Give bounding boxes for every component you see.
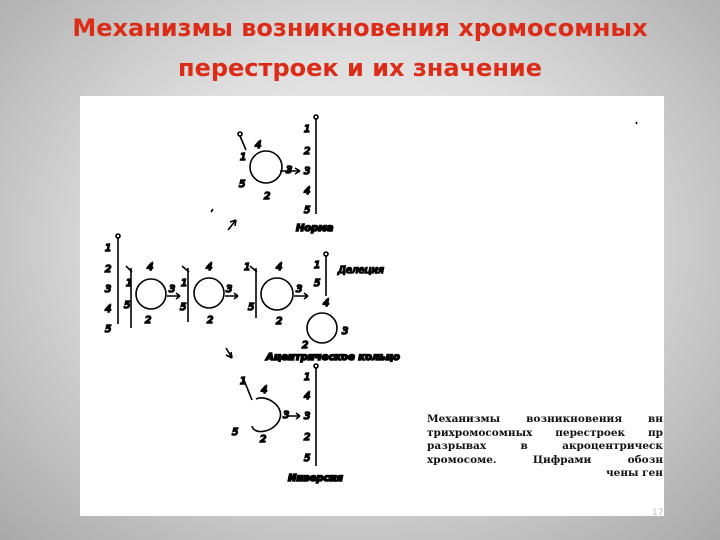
loop bbox=[194, 278, 224, 308]
title-line-1: Механизмы возникновения хромосомных bbox=[20, 8, 700, 48]
centromere-knob bbox=[324, 252, 328, 256]
centromere-knob bbox=[314, 364, 318, 368]
centromere-knob bbox=[116, 234, 120, 238]
gene-label: 5 bbox=[304, 453, 310, 464]
gene-label: 1 bbox=[181, 278, 187, 289]
centromere-knob bbox=[238, 132, 242, 136]
gene-label: 4 bbox=[147, 262, 153, 273]
mark bbox=[211, 209, 213, 212]
gene-label: 4 bbox=[206, 262, 212, 273]
inversion-loop bbox=[252, 398, 281, 432]
gene-label: 1 bbox=[304, 372, 310, 383]
gene-label: 4 bbox=[105, 304, 111, 315]
gene-label: 2 bbox=[264, 191, 270, 202]
gene-label: 4 bbox=[304, 186, 310, 197]
deletion-label: Делеция bbox=[337, 265, 384, 276]
gene-label: 3 bbox=[304, 166, 310, 177]
acentric-ring-label: Ацентрическое кольцо bbox=[265, 352, 400, 363]
gene-label: 1 bbox=[314, 260, 320, 271]
gene-label: 5 bbox=[248, 302, 254, 313]
gene-label: 1 bbox=[304, 124, 310, 135]
title-line-2: перестроек и их значение bbox=[20, 48, 700, 88]
gene-label: 3 bbox=[296, 284, 302, 295]
norm-ring-figure: 4 1 5 2 3 bbox=[238, 132, 300, 202]
speck bbox=[636, 122, 637, 124]
gene-label: 3 bbox=[226, 284, 232, 295]
arrow-down-icon bbox=[226, 348, 232, 358]
figure-caption: Механизмы возникновения вн трихромосомны… bbox=[427, 413, 663, 497]
gene-label: 4 bbox=[323, 298, 329, 309]
gene-label: 5 bbox=[239, 179, 245, 190]
centromere-knob bbox=[314, 115, 318, 119]
caption-line: чены ген bbox=[427, 467, 663, 481]
gene-label: 5 bbox=[232, 427, 238, 438]
slide-title: Механизмы возникновения хромосомных пере… bbox=[20, 8, 700, 88]
gene-label: 1 bbox=[240, 376, 246, 387]
inversion-chromosome: 1 4 3 2 5 Инверсия bbox=[288, 364, 343, 484]
gene-label: 2 bbox=[260, 434, 266, 445]
stage-1-loop: 1 4 5 2 3 bbox=[124, 262, 180, 328]
gene-label: 4 bbox=[276, 262, 282, 273]
caption-line: трихромосомных перестроек пр bbox=[427, 427, 663, 441]
gene-label: 5 bbox=[124, 300, 130, 311]
gene-label: 2 bbox=[276, 316, 282, 327]
gene-label: 3 bbox=[169, 284, 175, 295]
gene-label: 1 bbox=[105, 243, 111, 254]
gene-label: 1 bbox=[126, 278, 132, 289]
gene-label: 1 bbox=[244, 262, 250, 273]
chromosome-diagram-figure: 4 1 5 2 3 1 2 3 4 5 Норма 1 2 3 4 5 bbox=[80, 96, 664, 516]
gene-label: 3 bbox=[105, 284, 111, 295]
stage-3-loop: 1 4 5 2 3 bbox=[244, 262, 308, 327]
gene-label: 1 bbox=[240, 152, 246, 163]
loop bbox=[136, 279, 166, 309]
ring-stalk bbox=[240, 136, 246, 150]
page-number: 177 bbox=[652, 508, 669, 518]
gene-label: 4 bbox=[255, 140, 261, 151]
gene-label: 4 bbox=[304, 391, 310, 402]
gene-label: 4 bbox=[261, 385, 267, 396]
ring bbox=[307, 313, 337, 343]
gene-label: 2 bbox=[302, 340, 308, 351]
caption-line: Механизмы возникновения вн bbox=[427, 413, 663, 427]
inversion-label: Инверсия bbox=[288, 473, 343, 484]
caption-line: разрывах в акроцентрическ bbox=[427, 440, 663, 454]
initial-chromosome: 1 2 3 4 5 bbox=[105, 234, 120, 335]
gene-label: 5 bbox=[105, 324, 111, 335]
gene-label: 2 bbox=[145, 315, 151, 326]
gene-label: 2 bbox=[105, 264, 111, 275]
inversion-loop-figure: 1 4 5 2 3 bbox=[232, 376, 300, 445]
gene-label: 2 bbox=[304, 432, 310, 443]
norm-label: Норма bbox=[296, 223, 334, 234]
gene-label: 5 bbox=[180, 302, 186, 313]
loop bbox=[261, 278, 293, 310]
norm-chromosome: 1 2 3 4 5 Норма bbox=[296, 115, 334, 234]
arrow-up-icon bbox=[228, 220, 236, 230]
gene-label: 3 bbox=[286, 165, 292, 176]
gene-label: 3 bbox=[304, 411, 310, 422]
gene-label: 3 bbox=[283, 410, 289, 421]
ring-chromosome bbox=[250, 151, 282, 183]
gene-label: 2 bbox=[207, 315, 213, 326]
gene-label: 5 bbox=[304, 205, 310, 216]
gene-label: 3 bbox=[342, 326, 348, 337]
stage-2-loop: 1 4 5 2 3 bbox=[180, 262, 238, 326]
gene-label: 2 bbox=[304, 146, 310, 157]
caption-line: хромосоме. Цифрами обозн bbox=[427, 454, 663, 468]
gene-label: 5 bbox=[314, 278, 320, 289]
deletion-chromosome: 1 5 Делеция bbox=[314, 252, 384, 296]
